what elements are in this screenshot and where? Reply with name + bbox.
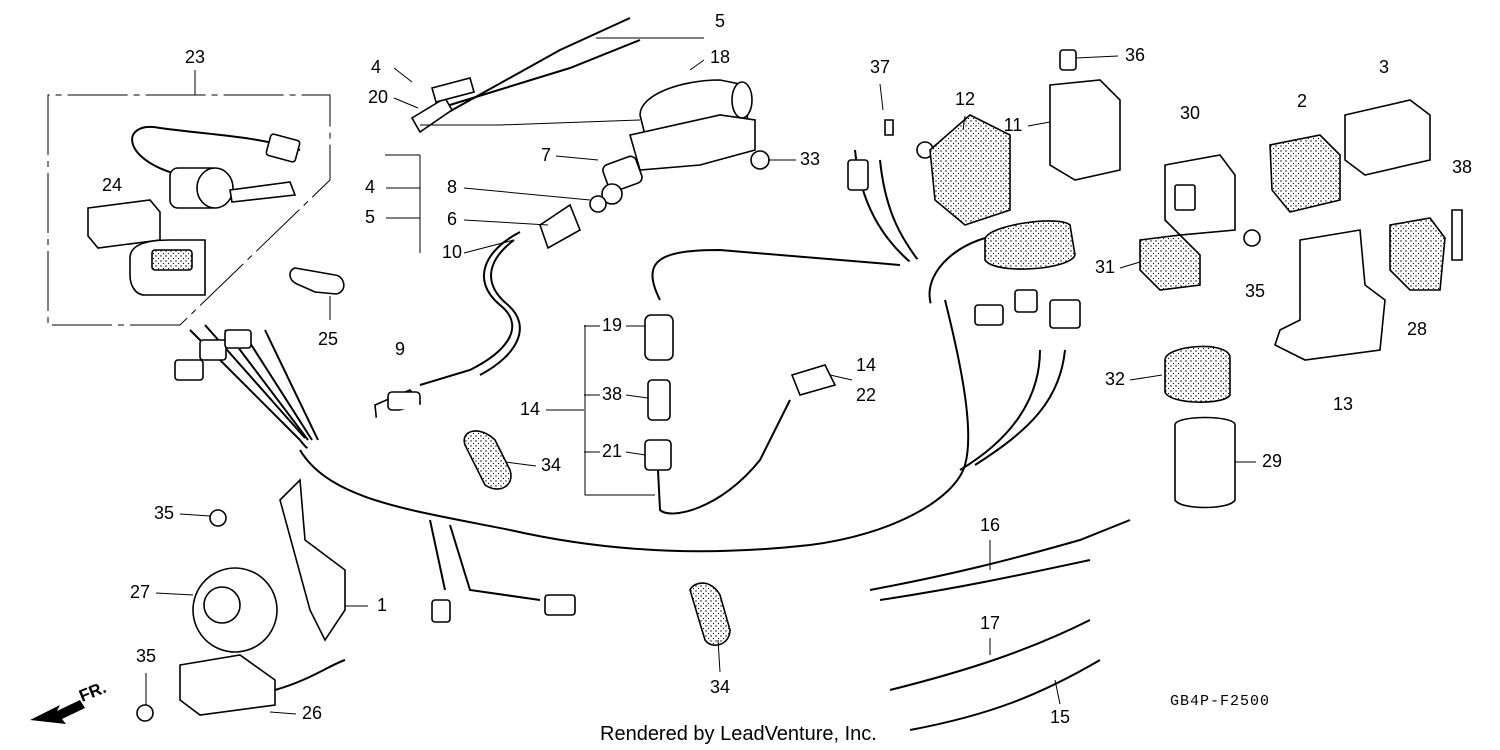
callout-26[interactable]: 26 xyxy=(302,703,322,723)
callout-13[interactable]: 13 xyxy=(1333,394,1353,414)
callout-11[interactable]: 11 xyxy=(1004,115,1023,135)
regulator-group xyxy=(847,49,1121,276)
callout-32[interactable]: 32 xyxy=(1105,369,1125,389)
leader-line xyxy=(1054,679,1061,705)
callout-9[interactable]: 9 xyxy=(395,339,405,359)
callout-19[interactable]: 19 xyxy=(602,315,622,335)
callout-18[interactable]: 18 xyxy=(710,47,730,67)
leader-line xyxy=(625,394,649,399)
callout-16[interactable]: 16 xyxy=(980,515,1000,535)
leader-line xyxy=(393,97,419,109)
credit-text: Rendered by LeadVenture, Inc. xyxy=(600,723,877,745)
fuse-holder-group xyxy=(584,248,901,515)
callout-8[interactable]: 8 xyxy=(447,177,457,197)
callout-20[interactable]: 20 xyxy=(368,87,388,107)
callout-35a[interactable]: 35 xyxy=(1245,281,1265,301)
callout-36[interactable]: 36 xyxy=(1125,45,1145,65)
leader-line xyxy=(1075,55,1119,59)
callout-28[interactable]: 28 xyxy=(1407,319,1427,339)
callout-labels: 2324254205187861045933371236113023383135… xyxy=(102,11,1472,727)
callout-31[interactable]: 31 xyxy=(1095,257,1115,277)
horn-group xyxy=(136,478,346,722)
callout-27[interactable]: 27 xyxy=(130,582,150,602)
callout-14a[interactable]: 14 xyxy=(520,399,540,419)
leader-line xyxy=(463,187,591,201)
leader-line xyxy=(829,374,853,381)
callout-2[interactable]: 2 xyxy=(1297,91,1307,111)
direction-label: FR. xyxy=(76,678,109,706)
connector-cluster xyxy=(1139,99,1463,509)
leader-line xyxy=(1129,374,1163,381)
callout-37[interactable]: 37 xyxy=(870,57,890,77)
leader-line xyxy=(393,67,413,83)
callout-35c[interactable]: 35 xyxy=(136,646,156,666)
callout-30[interactable]: 30 xyxy=(1180,103,1200,123)
callout-17[interactable]: 17 xyxy=(980,613,1000,633)
callout-35b[interactable]: 35 xyxy=(154,503,174,523)
leader-line xyxy=(1027,121,1051,127)
clamp-lower xyxy=(689,582,731,646)
leader-line xyxy=(717,639,721,673)
sub-harnesses xyxy=(869,519,1131,731)
callout-3[interactable]: 3 xyxy=(1379,57,1389,77)
leader-line xyxy=(625,451,646,456)
callout-7[interactable]: 7 xyxy=(541,145,551,165)
callout-25[interactable]: 25 xyxy=(318,329,338,349)
leader-line xyxy=(962,115,966,131)
leader-line xyxy=(463,219,549,226)
callout-6[interactable]: 6 xyxy=(447,209,457,229)
callout-22[interactable]: 22 xyxy=(856,385,876,405)
callout-38a[interactable]: 38 xyxy=(1452,157,1472,177)
callout-34b[interactable]: 34 xyxy=(710,677,730,697)
callout-34a[interactable]: 34 xyxy=(541,455,561,475)
callout-23[interactable]: 23 xyxy=(185,47,205,67)
leader-line xyxy=(179,513,211,517)
callout-10[interactable]: 10 xyxy=(442,242,462,262)
leader-line xyxy=(269,711,297,715)
front-direction-arrow: FR. xyxy=(30,678,109,724)
leader-line xyxy=(1119,261,1141,269)
leader-line xyxy=(155,592,194,596)
callout-5b[interactable]: 5 xyxy=(365,207,375,227)
callout-14b[interactable]: 14 xyxy=(856,355,876,375)
callout-4b[interactable]: 4 xyxy=(365,177,375,197)
leader-line xyxy=(555,155,599,161)
callout-4a[interactable]: 4 xyxy=(371,57,381,77)
callout-12[interactable]: 12 xyxy=(955,89,975,109)
clamp-upper xyxy=(463,430,512,490)
callout-38b[interactable]: 38 xyxy=(602,384,622,404)
callout-33[interactable]: 33 xyxy=(800,149,820,169)
callout-15[interactable]: 15 xyxy=(1050,707,1070,727)
ignition-switch-group xyxy=(47,70,345,326)
callout-21[interactable]: 21 xyxy=(602,441,622,461)
leader-line xyxy=(689,59,705,71)
leader-line xyxy=(504,461,537,467)
callout-24[interactable]: 24 xyxy=(102,175,122,195)
leader-line xyxy=(463,239,515,254)
callout-5a[interactable]: 5 xyxy=(715,11,725,31)
callout-1[interactable]: 1 xyxy=(377,595,387,615)
callout-29[interactable]: 29 xyxy=(1262,451,1282,471)
drawing-code: GB4P-F2500 xyxy=(1170,693,1270,710)
leader-line xyxy=(879,83,884,111)
